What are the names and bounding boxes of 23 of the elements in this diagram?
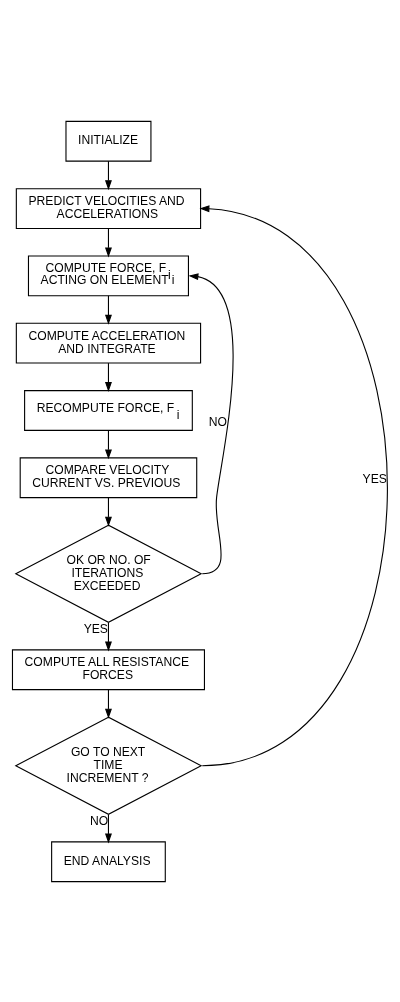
arrow — [105, 429, 112, 459]
arrow — [105, 688, 112, 719]
arrow — [105, 227, 112, 257]
edge-label: NO — [89, 813, 109, 828]
arrow — [105, 160, 112, 190]
node-diamond: GO TO NEXT TIME INCREMENT ? — [14, 716, 203, 815]
arrow — [105, 362, 112, 392]
edge-label: NO — [208, 414, 227, 429]
arrow — [188, 272, 234, 574]
arrow — [105, 496, 112, 527]
arrow — [199, 204, 388, 766]
arrow — [105, 813, 112, 843]
node-box: COMPARE VELOCITY CURRENT VS. PREVIOUS — [19, 456, 198, 498]
node-box: PREDICT VELOCITIES AND ACCELERATIONS — [15, 187, 202, 229]
arrow — [105, 294, 112, 325]
node-box: INITIALIZE — [65, 120, 152, 162]
node-diamond: OK OR NO. OF ITERATIONS EXCEEDED — [14, 524, 203, 623]
edge-label: YES — [362, 471, 387, 486]
node-box: COMPUTE ACCELERATION AND INTEGRATE — [15, 322, 202, 364]
arrow — [105, 621, 112, 651]
edge-label: YES — [83, 621, 108, 636]
node-box: END ANALYSIS — [51, 840, 166, 882]
node-box: COMPUTE ALL RESISTANCE FORCES — [11, 648, 205, 690]
